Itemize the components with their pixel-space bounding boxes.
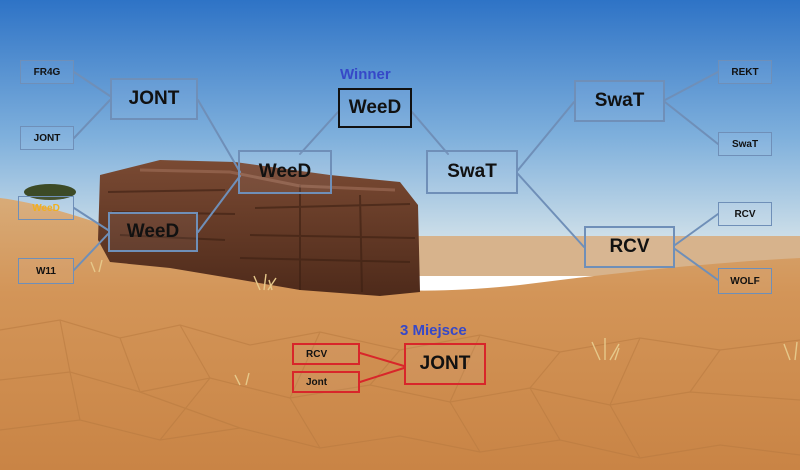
right-r1-slot-4: WOLF: [718, 268, 772, 294]
sand-texture: [0, 319, 800, 459]
right-semi-slot: SwaT: [426, 150, 518, 194]
dry-grass: [90, 259, 798, 386]
team-name: JONT: [128, 88, 180, 109]
team-name: RCV: [734, 208, 756, 220]
right-r1-slot-1: REKT: [718, 60, 772, 84]
left-r2-slot-1: JONT: [110, 78, 198, 120]
third-place-entrant-2: Jont: [292, 371, 360, 393]
team-name: RCV: [306, 348, 328, 360]
team-name: Jont: [306, 376, 328, 388]
team-name: WeeD: [32, 202, 60, 214]
team-name: JONT: [33, 132, 61, 144]
third-place-heading: 3 Miejsce: [400, 322, 467, 339]
right-r1-slot-3: RCV: [718, 202, 772, 226]
team-name: REKT: [731, 66, 759, 78]
team-name: RCV: [609, 236, 650, 257]
rock-formation: [98, 160, 420, 296]
team-name: FR4G: [33, 66, 61, 78]
team-name: WeeD: [126, 221, 180, 242]
winner-slot: WeeD: [338, 88, 412, 128]
team-name: W11: [35, 265, 56, 277]
bracket-lines: [73, 71, 719, 281]
team-name: SwaT: [447, 161, 497, 182]
third-place-slot: JONT: [404, 343, 486, 385]
team-name: JONT: [419, 353, 471, 374]
left-r1-slot-4: W11: [18, 258, 74, 284]
third-place-lines: [359, 352, 405, 383]
third-place-entrant-1: RCV: [292, 343, 360, 365]
left-semi-slot: WeeD: [238, 150, 332, 194]
right-r2-slot-1: SwaT: [574, 80, 665, 122]
left-r2-slot-2: WeeD: [108, 212, 198, 252]
team-name: SwaT: [594, 90, 645, 111]
team-name: WeeD: [348, 97, 402, 118]
right-r1-slot-2: SwaT: [718, 132, 772, 156]
winner-heading: Winner: [340, 66, 391, 83]
left-r1-slot-2: JONT: [20, 126, 74, 150]
team-name: WeeD: [258, 161, 312, 182]
team-name: WOLF: [730, 275, 760, 287]
team-name: SwaT: [731, 138, 759, 150]
left-r1-slot-1: FR4G: [20, 60, 74, 84]
right-r2-slot-2: RCV: [584, 226, 675, 268]
left-r1-slot-3: WeeD: [18, 196, 74, 220]
